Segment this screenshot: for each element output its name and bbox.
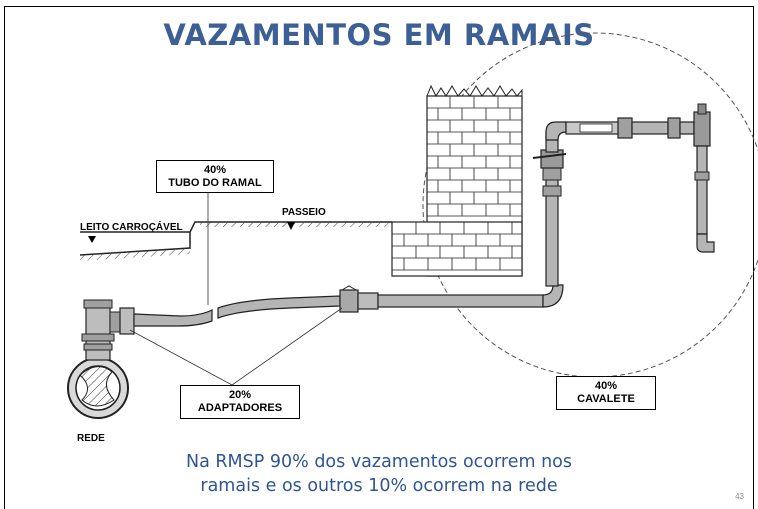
page-number: 43 bbox=[735, 492, 744, 501]
tubo-ramal-name: TUBO DO RAMAL bbox=[168, 177, 262, 189]
ramal-pipe bbox=[109, 284, 564, 335]
footer-line-1: Na RMSP 90% dos vazamentos ocorrem nos bbox=[186, 452, 572, 472]
leito-carrocavel-label: LEITO CARROÇÁVEL bbox=[80, 222, 183, 233]
cavalete-label: 40% CAVALETE bbox=[556, 376, 656, 410]
cavalete-highlight-circle bbox=[422, 32, 758, 378]
street-ground bbox=[79, 221, 200, 261]
adaptadores-name: ADAPTADORES bbox=[197, 402, 283, 414]
brick-wall bbox=[391, 84, 523, 277]
rede-label: REDE bbox=[77, 433, 105, 444]
cavalete-percent: 40% bbox=[594, 380, 618, 392]
footer-line-2: ramais e os outros 10% ocorrem na rede bbox=[200, 476, 558, 496]
callout-lines bbox=[129, 193, 343, 386]
leito-marker bbox=[88, 236, 96, 243]
adaptadores-label: 20% ADAPTADORES bbox=[180, 385, 300, 419]
adaptadores-percent: 20% bbox=[228, 389, 252, 401]
tubo-ramal-percent: 40% bbox=[203, 164, 227, 176]
passeio-marker bbox=[287, 222, 295, 230]
cavalete-assembly bbox=[532, 103, 715, 287]
slide-frame bbox=[4, 6, 754, 509]
rede-main-pipe bbox=[67, 299, 129, 419]
passeio-label: PASSEIO bbox=[282, 207, 326, 218]
tubo-ramal-label: 40% TUBO DO RAMAL bbox=[156, 160, 274, 193]
sidewalk-ground bbox=[200, 221, 392, 227]
slide-title: VAZAMENTOS EM RAMAIS bbox=[163, 18, 595, 52]
cavalete-name: CAVALETE bbox=[577, 393, 635, 405]
